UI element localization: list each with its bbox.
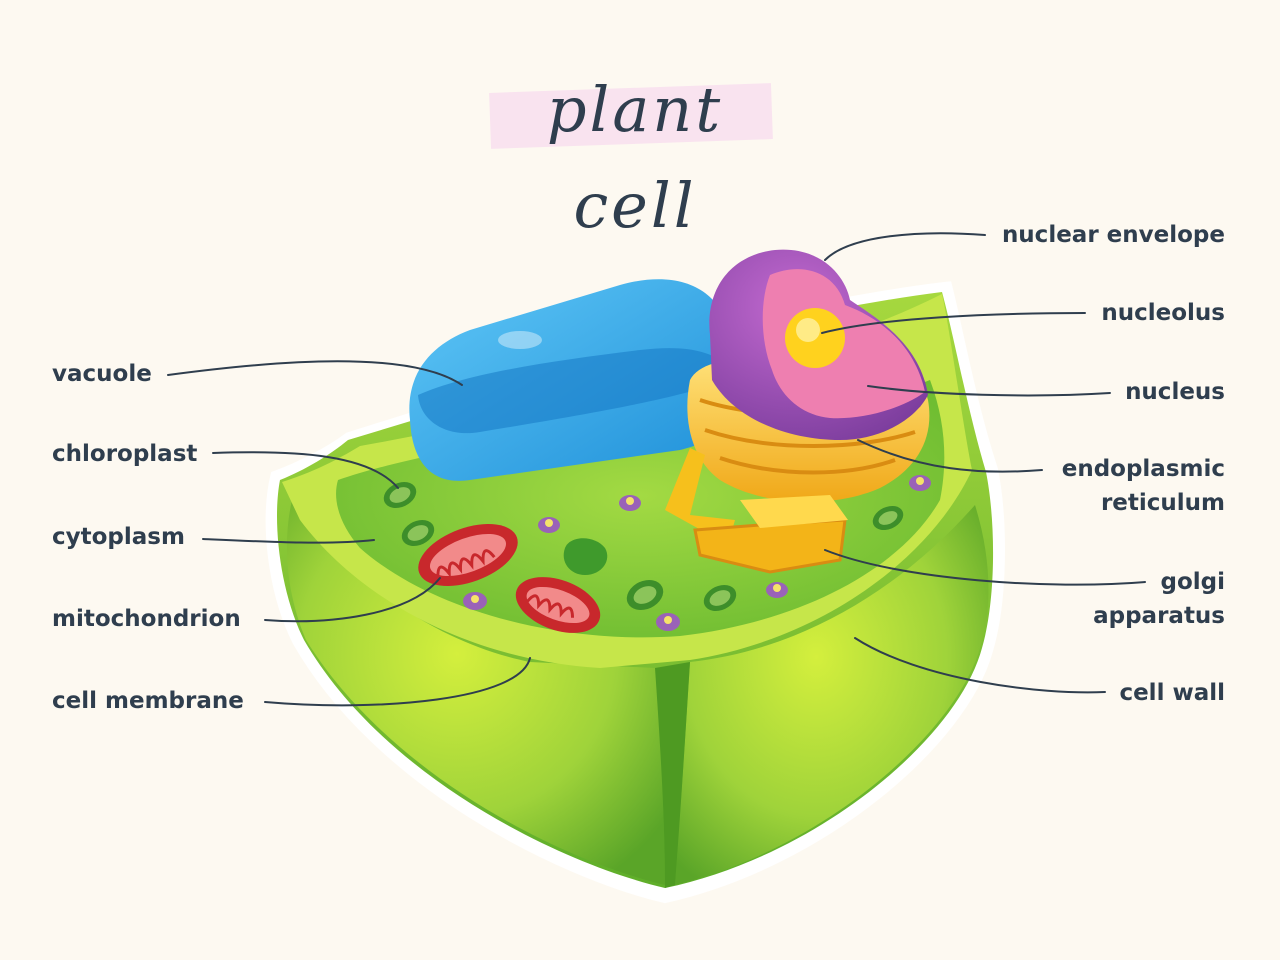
leader-line-cell-membrane bbox=[264, 657, 531, 707]
label-cell-wall: cell wall bbox=[1119, 680, 1225, 706]
vacuole-fold bbox=[418, 348, 735, 434]
chloroplast bbox=[401, 519, 435, 547]
chloroplast bbox=[872, 505, 904, 531]
golgi-cisterna bbox=[740, 495, 848, 528]
label-mitochondrion: mitochondrion bbox=[52, 606, 241, 632]
golgi-apparatus bbox=[665, 448, 735, 545]
vacuole-highlight bbox=[498, 331, 542, 349]
label-nucleolus: nucleolus bbox=[1101, 300, 1225, 326]
label-golgi-apparatus-line1: golgi bbox=[1160, 569, 1226, 595]
mitochondrion bbox=[515, 577, 601, 633]
leader-line-cell-wall bbox=[854, 637, 1106, 694]
label-endoplasmic-reticulum-line2: reticulum bbox=[1100, 490, 1225, 516]
label-cell-membrane: cell membrane bbox=[52, 688, 244, 714]
chloroplast bbox=[383, 481, 417, 509]
mitochondrion bbox=[418, 524, 518, 586]
leader-line-cytoplasm bbox=[202, 538, 375, 544]
label-cytoplasm: cytoplasm bbox=[52, 524, 185, 550]
leader-line-nucleolus bbox=[821, 312, 1086, 334]
er-fold bbox=[704, 428, 916, 448]
vesicle-cores bbox=[471, 477, 924, 624]
label-golgi-apparatus-line2: apparatus bbox=[1093, 603, 1225, 629]
nucleolus-highlight bbox=[796, 318, 820, 342]
label-endoplasmic-reticulum-line1: endoplasmic bbox=[1061, 456, 1225, 482]
chloroplast bbox=[703, 584, 737, 612]
label-chloroplast: chloroplast bbox=[52, 441, 198, 467]
er-fold bbox=[719, 456, 896, 475]
leader-line-nucleus bbox=[867, 385, 1111, 397]
cell-wall-front-right bbox=[675, 505, 989, 885]
label-nucleus: nucleus bbox=[1125, 379, 1225, 405]
leader-line-endoplasmic-reticulum bbox=[857, 439, 1043, 473]
label-vacuole: vacuole bbox=[52, 361, 152, 387]
leader-line-chloroplast bbox=[212, 451, 399, 489]
leader-line-golgi-apparatus bbox=[824, 549, 1146, 586]
chloroplast bbox=[626, 579, 664, 611]
vesicle-green bbox=[563, 538, 608, 575]
leader-line-nuclear-envelope bbox=[824, 232, 986, 261]
leader-line-vacuole bbox=[167, 360, 463, 386]
diagram-title: plant cell bbox=[546, 73, 724, 242]
label-nuclear-envelope: nuclear envelope bbox=[1001, 222, 1225, 248]
cell-wall-seam bbox=[655, 662, 690, 888]
leader-line-mitochondrion bbox=[264, 577, 441, 623]
